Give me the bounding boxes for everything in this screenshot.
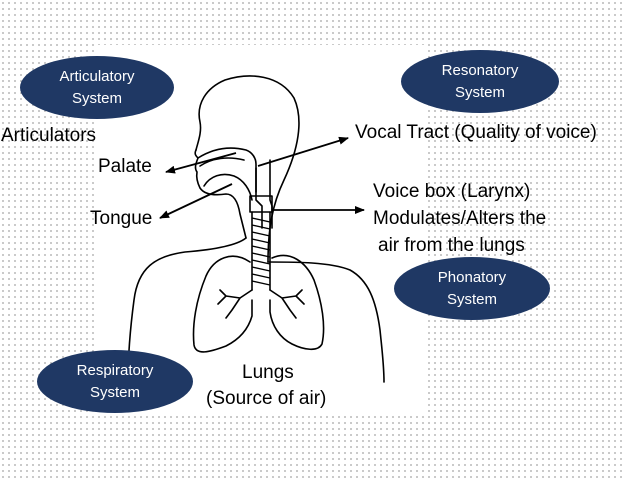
- articulators-label: Articulators: [1, 125, 97, 146]
- tongue-arrow: [159, 183, 233, 219]
- larynx: [249, 195, 273, 213]
- head-outline: [195, 75, 300, 263]
- palate-label: Palate: [98, 156, 152, 177]
- bronchi: [217, 289, 305, 319]
- modulates-label-line2: air from the lungs: [378, 235, 525, 256]
- trachea-rings: [251, 217, 271, 286]
- face-profile: [194, 149, 247, 239]
- tongue-label: Tongue: [90, 208, 153, 229]
- torso-outline-right: [267, 261, 385, 383]
- source-of-air-label: (Source of air): [206, 388, 327, 409]
- voice-box-label: Voice box (Larynx): [373, 181, 531, 202]
- right-lung: [269, 254, 325, 351]
- modulates-label-line1: Modulates/Alters the: [373, 208, 547, 229]
- torso-outline: [127, 237, 247, 383]
- palate: [197, 147, 257, 193]
- tongue: [203, 173, 253, 201]
- left-lung: [192, 255, 253, 353]
- pharynx: [255, 159, 273, 229]
- lungs-label: Lungs: [242, 362, 294, 383]
- nasal-cavity: [199, 157, 245, 167]
- palate-arrow: [165, 152, 237, 174]
- vocal-tract-label: Vocal Tract (Quality of voice): [355, 122, 597, 143]
- vocal-tract-arrow: [257, 136, 349, 167]
